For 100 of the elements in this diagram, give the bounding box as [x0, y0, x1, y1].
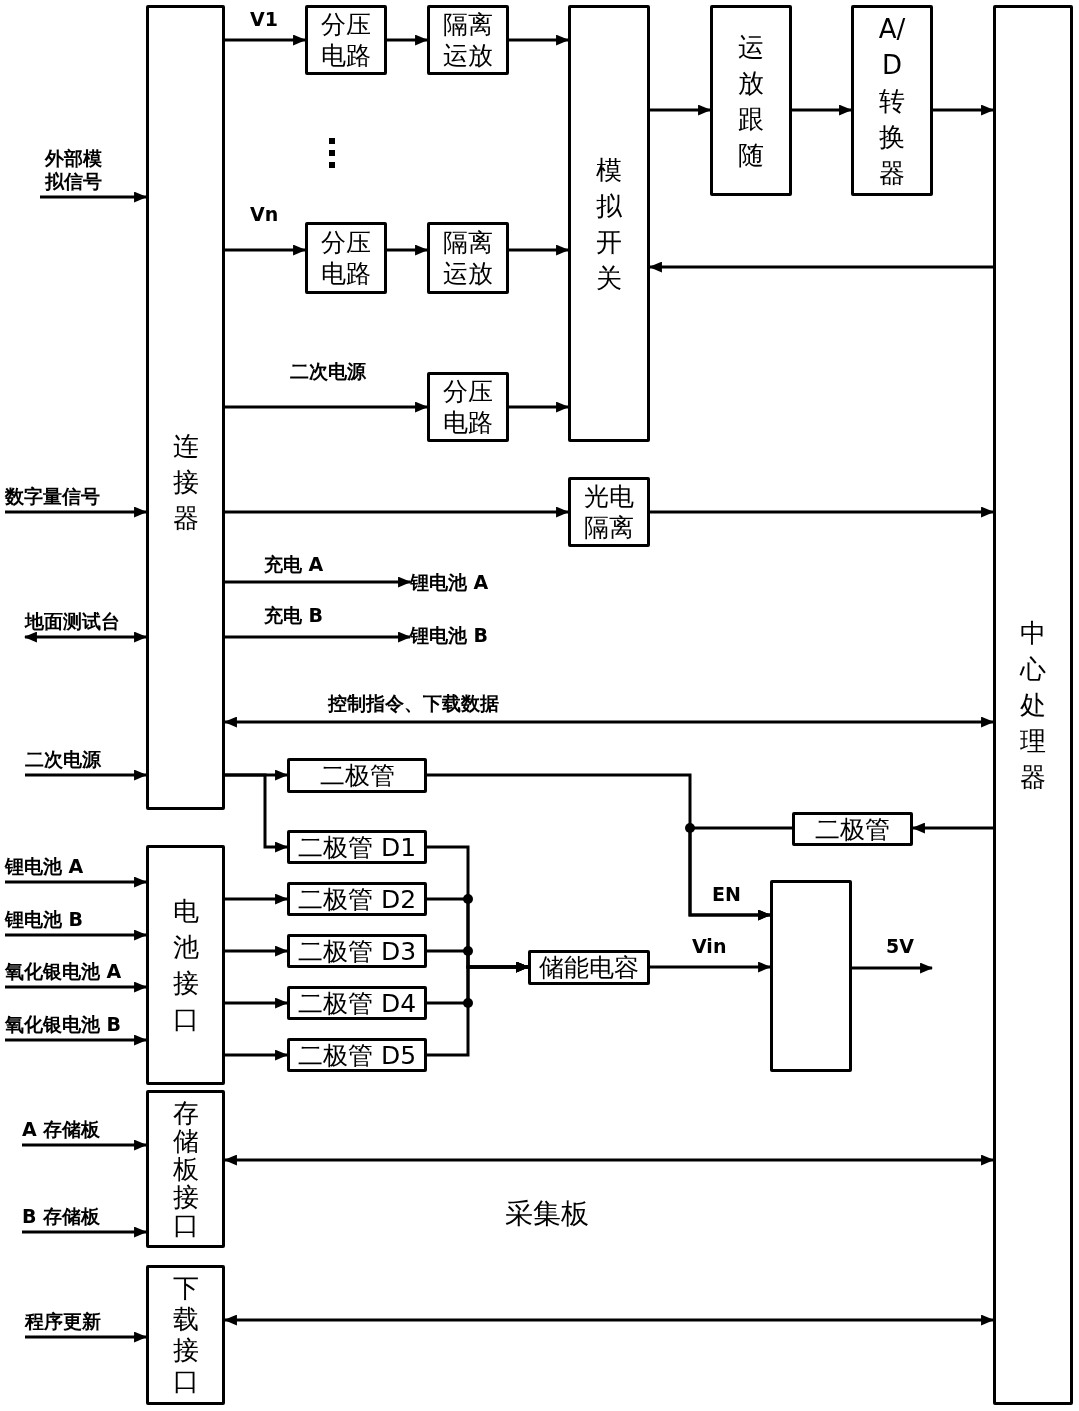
block-box [792, 812, 913, 846]
signal-label: 锂电池 B [410, 621, 510, 649]
arrow [509, 34, 570, 46]
arrow [25, 769, 148, 781]
block-label: 中心处理器 [1018, 617, 1047, 794]
block-label: 二极管 [319, 760, 395, 791]
signal-label: 锂电池 A [410, 568, 510, 596]
block-label: 二极管 D1 [297, 831, 417, 863]
block-label: 运放跟随 [737, 30, 765, 172]
arrow [225, 1049, 289, 1061]
arrow [509, 401, 570, 413]
arrow [223, 1154, 995, 1166]
arrow [5, 1034, 148, 1046]
edge-label: 二次电源 [288, 360, 368, 382]
signal-label: 锂电池 B [5, 907, 105, 935]
block-box [993, 5, 1073, 1405]
block-box [287, 1038, 427, 1072]
arrow [225, 945, 289, 957]
block-box [287, 882, 427, 916]
arrow [25, 1331, 148, 1343]
block-label: 下载接口 [171, 1273, 200, 1397]
block-label: 隔离运放 [442, 227, 494, 289]
arrow [5, 981, 148, 993]
signal-label: 程序更新 [25, 1309, 125, 1337]
arrow [648, 261, 993, 273]
signal-label: 氧化银电池 A [5, 959, 145, 987]
block-box [287, 986, 427, 1020]
block-box [146, 845, 225, 1085]
block-box [305, 5, 387, 75]
arrow [509, 244, 570, 256]
signal-label: 地面测试台 [25, 609, 140, 637]
block-box [146, 1090, 225, 1248]
arrow [911, 822, 993, 834]
block-label: A/D转换器 [877, 12, 907, 190]
arrow [933, 104, 995, 116]
arrow [40, 191, 148, 203]
block-label: 分压电路 [320, 227, 372, 289]
arrow [650, 961, 772, 973]
signal-label: 数字量信号 [5, 482, 130, 512]
arrow [650, 506, 995, 518]
block-box [146, 1265, 225, 1405]
block-label: 隔离运放 [442, 9, 494, 71]
block-box [287, 830, 427, 864]
signal-label: A 存储板 [22, 1117, 132, 1145]
block-box [710, 5, 792, 196]
block-label: 二极管 D4 [297, 987, 417, 1019]
arrow [22, 1139, 148, 1151]
arrow [387, 34, 429, 46]
block-label: 分压电路 [320, 9, 372, 71]
arrow [225, 893, 289, 905]
chip-box [770, 880, 852, 1072]
arrow [650, 104, 712, 116]
block-label: 二极管 D5 [297, 1039, 417, 1071]
block-label: 二极管 D3 [297, 935, 417, 967]
block-box [287, 934, 427, 968]
block-label: 光电隔离 [583, 481, 635, 543]
arrow [225, 631, 412, 643]
arrow [225, 773, 289, 853]
block-box [568, 5, 650, 442]
signal-label: 二次电源 [25, 747, 125, 775]
arrow [225, 506, 570, 518]
block-box [528, 950, 650, 985]
signal-label: 锂电池 A [5, 854, 105, 882]
block-box [568, 477, 650, 547]
edge-label: 充电 A [262, 553, 326, 575]
arrow [225, 244, 307, 256]
block-label: 二极管 D2 [297, 883, 417, 915]
arrow [225, 401, 429, 413]
arrow [792, 104, 853, 116]
block-box [851, 5, 933, 196]
arrow [5, 929, 148, 941]
block-label: 存储板接口 [171, 1099, 200, 1239]
block-box [287, 758, 427, 793]
block-box [427, 5, 509, 75]
arrow [5, 876, 148, 888]
block-label: 连接器 [171, 430, 200, 535]
block-label: 模拟开关 [595, 153, 623, 295]
block-box [427, 222, 509, 294]
arrow [387, 244, 429, 256]
arrow [23, 631, 148, 643]
arrow [225, 997, 289, 1009]
block-label: 储能电容 [539, 952, 639, 983]
signal-label: B 存储板 [22, 1204, 132, 1232]
arrow [427, 961, 530, 1057]
signal-label: 氧化银电池 B [5, 1012, 145, 1040]
signal-label: 外部模拟信号 [40, 135, 106, 197]
arrow [5, 506, 148, 518]
arrow [225, 576, 412, 588]
arrow [852, 962, 934, 974]
board-title: 采集板 [505, 1196, 589, 1232]
block-label: 二极管 [815, 813, 890, 845]
arrow [223, 716, 995, 728]
arrow [688, 826, 792, 921]
arrow [223, 1314, 995, 1326]
block-box [305, 222, 387, 294]
block-label: 分压电路 [442, 376, 494, 438]
arrow [22, 1226, 148, 1238]
block-label: 电池接口 [171, 895, 200, 1036]
edge-label: 控制指令、下载数据 [326, 692, 501, 714]
block-box [427, 372, 509, 442]
